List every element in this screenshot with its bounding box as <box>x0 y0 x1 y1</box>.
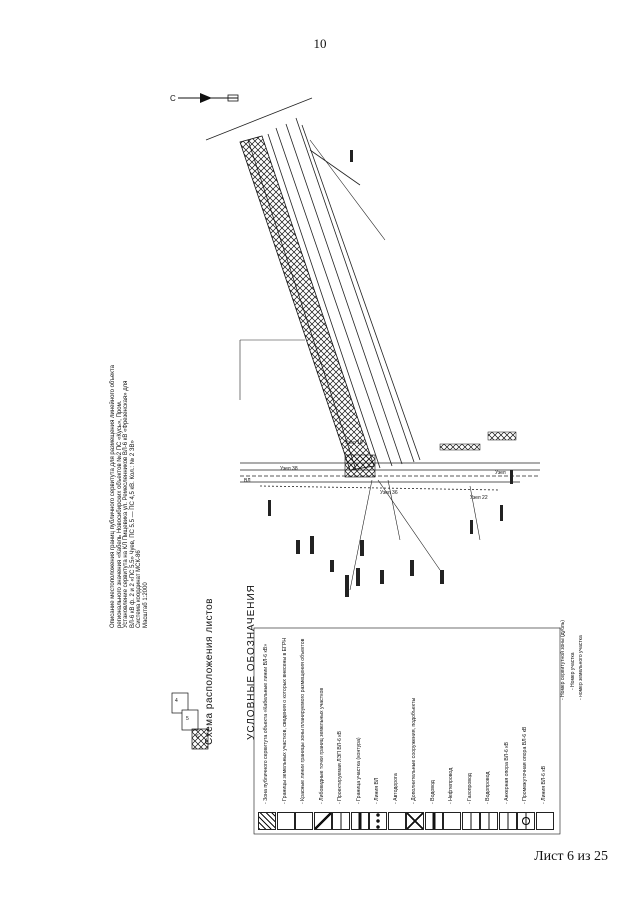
legend-text: - Нефтепровод <box>448 767 454 804</box>
drawing-header: Описание местоположения границ публичног… <box>110 365 150 628</box>
legend-item: - Дополнительные сооружения, подобъекты <box>406 632 424 830</box>
legend-symbol <box>406 812 424 830</box>
legend-symbol <box>424 812 443 830</box>
header-line: Установление сервитута на КЛ Пищевика ул… <box>123 380 130 628</box>
legend-note: - номер земельного участка <box>578 635 584 700</box>
small-block <box>487 431 517 441</box>
legend-text: - Проектируемая ЛЭП ВЛ-6 кВ <box>337 731 343 804</box>
legend-item: - Газопровод <box>461 632 480 830</box>
scheme-sheet: 4 <box>175 698 178 704</box>
legend-text: - Газопровод <box>466 773 473 804</box>
legend-item: - Линия ВЛ-6 кВ <box>535 632 554 830</box>
legend-text: - Дополнительные сооружения, подобъекты <box>411 697 417 804</box>
sheet-label: Лист 6 из 25 <box>534 849 608 864</box>
legend-symbol <box>461 812 480 830</box>
legend-item: - Проектируемая ЛЭП ВЛ-6 кВ <box>332 632 350 830</box>
legend-note: - Номер участка <box>570 652 576 690</box>
north-label: С <box>170 94 176 103</box>
legend-text: - Анкерная опора ВЛ-6 кВ <box>503 742 510 804</box>
legend-symbol <box>480 812 498 830</box>
legend-item: - Линия ВЛ <box>369 632 387 830</box>
page-number: 10 <box>313 36 327 51</box>
map-label: ВЛ <box>244 478 251 484</box>
header-line: Описание местоположения границ публичног… <box>110 365 116 628</box>
legend-text: - Водопровод <box>485 771 491 804</box>
legend-symbol <box>258 812 276 830</box>
legend-item: - Водовод <box>424 632 443 830</box>
legend-symbol <box>443 812 461 830</box>
legend-symbol <box>498 812 517 830</box>
legend-text: - Границы земельных участков, сведения о… <box>281 637 288 804</box>
legend-text: - Зона публичного сервитута объекта «Каб… <box>263 643 269 804</box>
legend: - Зона публичного сервитута объекта «Каб… <box>258 632 558 830</box>
corridor-lines <box>205 97 421 471</box>
header-line: ВЛ-6 кВ ф. 2 и 2 «ПС 5.5» Чуев, ПС 5.5 —… <box>129 440 136 628</box>
legend-symbol <box>276 812 295 830</box>
legend-text: - Автодорога <box>392 773 399 804</box>
legend-item: - Красные линии границы зоны планируемог… <box>295 632 313 830</box>
map-label: Узел <box>495 470 506 476</box>
legend-item: - Нефтепровод <box>443 632 461 830</box>
legend-item: - Границы земельных участков, сведения о… <box>276 632 295 830</box>
legend-symbol <box>332 812 350 830</box>
legend-item: - Промежуточная опора ВЛ-6 кВ <box>517 632 535 830</box>
crossing-block <box>344 454 376 478</box>
map-label: Узел 36 <box>380 490 398 496</box>
legend-item: - Автодорога <box>387 632 406 830</box>
leader-lines <box>239 139 481 591</box>
small-block <box>439 443 481 451</box>
north-arrow <box>178 93 239 103</box>
header-line: Масштаб 1:2000 <box>142 582 149 628</box>
scheme-sheet: 6 <box>196 734 199 740</box>
header-line: регионального значения «Кабель Новосибир… <box>116 400 123 628</box>
legend-symbol <box>369 812 387 830</box>
legend-item: - Зона публичного сервитута объекта «Каб… <box>258 632 276 830</box>
legend-text: - Линия ВЛ-6 кВ <box>540 765 547 804</box>
legend-text: - Водовод <box>429 780 436 804</box>
map-label: Узел 38 <box>280 466 298 472</box>
legend-note: - Номер сервитутной зоны (дубль) <box>560 620 566 700</box>
sheet-scheme <box>171 692 209 750</box>
map-marks <box>268 150 513 597</box>
road-crossing <box>240 462 540 491</box>
legend-text: - Граница участка (контура) <box>355 737 362 804</box>
legend-item: - Либовидные точки границ земельных учас… <box>313 632 332 830</box>
legend-text: - Либовидные точки границ земельных учас… <box>318 687 325 804</box>
legend-symbol <box>295 812 313 830</box>
legend-symbol <box>517 812 535 830</box>
legend-item: - Анкерная опора ВЛ-6 кВ <box>498 632 517 830</box>
legend-symbol <box>387 812 406 830</box>
legend-text: - Промежуточная опора ВЛ-6 кВ <box>522 726 528 804</box>
legend-symbol <box>535 812 554 830</box>
scheme-sheet: 5 <box>186 716 189 722</box>
legend-item: - Граница участка (контура) <box>350 632 369 830</box>
legend-symbol <box>313 812 332 830</box>
map-label: Узел 16 <box>345 440 363 446</box>
legend-item: - Водопровод <box>480 632 498 830</box>
scheme-title: Схема расположения листов <box>204 598 215 745</box>
legend-title: УСЛОВНЫЕ ОБОЗНАЧЕНИЯ <box>246 584 257 740</box>
legend-text: - Линия ВЛ <box>374 777 380 804</box>
legend-text: - Красные линии границы зоны планируемог… <box>300 638 306 804</box>
map-label: Узел 22 <box>470 495 488 501</box>
header-line: Система координат МСК-86 <box>136 550 143 628</box>
legend-symbol <box>350 812 369 830</box>
legend-frame <box>253 627 561 835</box>
